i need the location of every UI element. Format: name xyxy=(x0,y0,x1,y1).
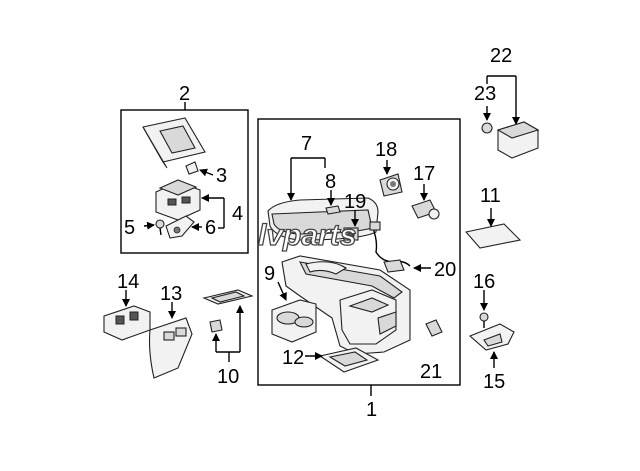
callout-18: 18 xyxy=(375,139,397,161)
connector xyxy=(343,227,359,241)
bezel-clip xyxy=(185,161,199,175)
screw xyxy=(155,219,165,236)
bolt xyxy=(479,312,489,328)
callout-2: 2 xyxy=(179,83,190,105)
shift-bracket xyxy=(165,215,195,239)
callout-3: 3 xyxy=(216,165,227,187)
console-group-frame xyxy=(257,118,461,386)
leader-5 xyxy=(143,221,155,230)
callout-16: 16 xyxy=(473,271,495,293)
callout-1: 1 xyxy=(366,399,377,421)
cup-holder xyxy=(271,299,317,343)
callout-10: 10 xyxy=(217,366,239,388)
shift-bezel-plate xyxy=(142,117,206,169)
callout-5: 5 xyxy=(124,217,135,239)
callout-12: 12 xyxy=(282,347,304,369)
wire-harness xyxy=(369,221,411,273)
console-body xyxy=(281,255,411,355)
callout-8: 8 xyxy=(325,171,336,193)
tray-clip xyxy=(209,319,223,333)
callout-20: 20 xyxy=(434,259,456,281)
console-mat xyxy=(318,347,380,373)
switch-assembly xyxy=(103,305,151,341)
callout-13: 13 xyxy=(160,283,182,305)
watermark: lvparts xyxy=(258,219,356,252)
shift-lever-assembly xyxy=(155,179,201,221)
callout-6: 6 xyxy=(205,217,216,239)
callout-15: 15 xyxy=(483,371,505,393)
module-bolt xyxy=(481,122,493,134)
callout-23: 23 xyxy=(474,83,496,105)
armrest-pad xyxy=(325,205,341,215)
storage-tray xyxy=(202,289,254,305)
leader-3 xyxy=(199,168,214,177)
mount-bracket xyxy=(468,323,515,351)
leader-9 xyxy=(277,281,287,301)
console-clip xyxy=(425,319,443,337)
callout-4: 4 xyxy=(232,203,243,225)
control-module xyxy=(496,121,540,159)
callout-19: 19 xyxy=(344,191,366,213)
callout-9: 9 xyxy=(264,263,275,285)
insulator-sheet xyxy=(464,223,522,249)
callout-7: 7 xyxy=(301,133,312,155)
callout-22: 22 xyxy=(490,45,512,67)
side-panel xyxy=(148,317,193,379)
power-socket xyxy=(379,173,403,197)
callout-14: 14 xyxy=(117,271,139,293)
callout-17: 17 xyxy=(413,163,435,185)
callout-21: 21 xyxy=(420,361,442,383)
callout-11: 11 xyxy=(480,185,501,207)
lighter-socket xyxy=(411,199,440,220)
